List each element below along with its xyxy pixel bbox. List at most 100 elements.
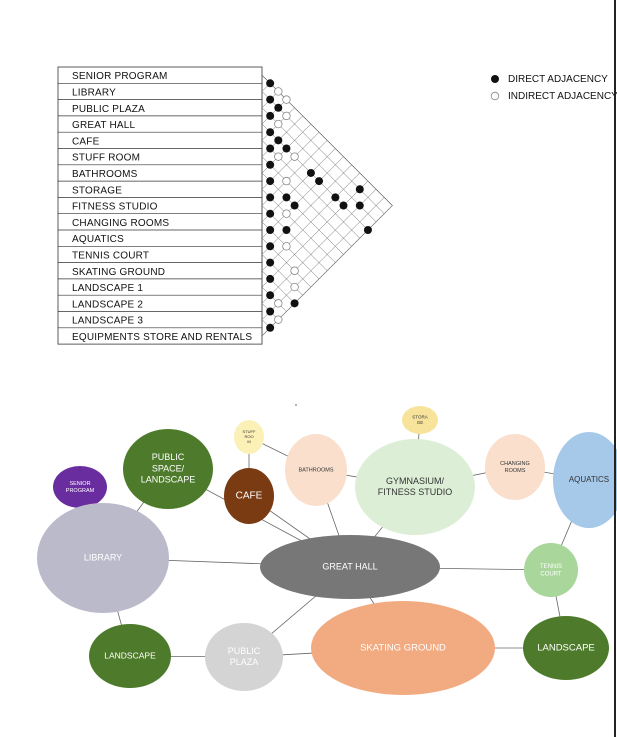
row-label: LIBRARY bbox=[72, 87, 116, 98]
bubble-senior-shape bbox=[53, 466, 107, 508]
bubble-label: SENIOR bbox=[69, 481, 90, 487]
indirect-adjacency-dot bbox=[282, 95, 291, 104]
bubble-label: M bbox=[247, 439, 250, 444]
bubble-storage: STORAGE bbox=[402, 406, 438, 434]
row-label: AQUATICS bbox=[72, 234, 124, 245]
row-label: TENNIS COURT bbox=[72, 250, 149, 261]
bubble-landscape-left-shape bbox=[89, 624, 171, 688]
direct-adjacency-dot bbox=[315, 177, 324, 186]
bubble-storage-shape bbox=[402, 406, 438, 434]
dot-mark bbox=[295, 404, 297, 406]
indirect-adjacency-dot bbox=[274, 299, 283, 308]
direct-adjacency-dot bbox=[266, 79, 275, 88]
bubble-landscape-right: LANDSCAPE bbox=[523, 616, 609, 680]
direct-adjacency-dot bbox=[306, 168, 315, 177]
bubble-label: STORA bbox=[412, 414, 427, 419]
bubble-label: GE bbox=[417, 420, 424, 425]
bubble-gym: GYMNASIUM/FITNESS STUDIO bbox=[355, 439, 475, 535]
row-label: SKATING GROUND bbox=[72, 267, 165, 278]
grid-line bbox=[261, 180, 369, 288]
indirect-adjacency-symbol bbox=[490, 91, 500, 101]
indirect-adjacency-dot bbox=[274, 119, 283, 129]
grid-line bbox=[261, 99, 287, 125]
row-label: EQUIPMENTS STORE AND RENTALS bbox=[72, 332, 252, 343]
row-label: STUFF ROOM bbox=[72, 153, 140, 164]
indirect-adjacency-dot bbox=[282, 176, 291, 186]
row-label: STORAGE bbox=[72, 185, 122, 196]
bubble-aquatics-shape bbox=[553, 432, 617, 528]
bubble-label: COURT bbox=[540, 571, 562, 577]
bubble-tennis-shape bbox=[524, 543, 578, 597]
bubble-label: FITNESS STUDIO bbox=[378, 487, 453, 497]
direct-adjacency-dot bbox=[266, 209, 275, 218]
bubble-label: SKATING GROUND bbox=[360, 643, 446, 654]
bubble-library: LIBRARY bbox=[37, 503, 169, 613]
grid-line bbox=[261, 148, 336, 223]
direct-adjacency-dot bbox=[266, 242, 275, 251]
direct-adjacency-dot bbox=[290, 299, 299, 308]
grid-line bbox=[261, 156, 352, 247]
bubble-label: PROGRAM bbox=[66, 488, 95, 494]
grid-line bbox=[261, 91, 385, 214]
direct-adjacency-dot bbox=[266, 291, 275, 300]
row-label: LANDSCAPE 3 bbox=[72, 316, 143, 327]
bubble-cafe-shape bbox=[224, 468, 274, 524]
direct-adjacency-dot bbox=[266, 160, 275, 169]
bubble-skating-shape bbox=[311, 601, 495, 695]
bubble-great-hall: GREAT HALL bbox=[260, 535, 440, 599]
indirect-adjacency-label: INDIRECT ADJACENCY bbox=[508, 91, 617, 102]
bubble-label: PUBLIC bbox=[152, 452, 185, 462]
bubble-label: CAFE bbox=[236, 491, 263, 502]
row-label: PUBLIC PLAZA bbox=[72, 104, 145, 115]
grid-line bbox=[261, 286, 287, 312]
bubble-label: CHANGING bbox=[500, 461, 530, 467]
direct-adjacency-dot bbox=[282, 226, 291, 234]
indirect-adjacency-dot bbox=[290, 282, 299, 292]
grid-line bbox=[261, 197, 385, 320]
row-label: FITNESS STUDIO bbox=[72, 202, 158, 213]
direct-adjacency-dot bbox=[363, 226, 372, 234]
direct-adjacency-dot bbox=[274, 103, 283, 112]
direct-adjacency-dot bbox=[266, 226, 275, 234]
indirect-adjacency-dot bbox=[274, 152, 283, 161]
direct-adjacency-dot bbox=[266, 323, 275, 332]
bubble-label: LIBRARY bbox=[84, 552, 122, 562]
direct-adjacency-dot bbox=[266, 128, 275, 137]
bubble-label: LANDSCAPE bbox=[104, 650, 156, 660]
bubble-label: PLAZA bbox=[230, 657, 259, 667]
indirect-adjacency-dot bbox=[290, 266, 299, 275]
row-label: CHANGING ROOMS bbox=[72, 218, 169, 229]
bubble-label: STUFF bbox=[243, 429, 256, 434]
bubble-label: PUBLIC bbox=[228, 646, 261, 656]
bubble-label: BATHROOMS bbox=[298, 467, 333, 473]
page-right-border bbox=[614, 0, 616, 737]
bubble-label: SPACE/ bbox=[152, 463, 185, 473]
bubble-aquatics: AQUATICS bbox=[553, 432, 617, 528]
direct-adjacency-dot bbox=[266, 177, 275, 186]
row-label: CAFE bbox=[72, 136, 100, 147]
row-label: LANDSCAPE 1 bbox=[72, 283, 143, 294]
bubble-bathrooms: BATHROOMS bbox=[285, 434, 347, 506]
bubble-label: ROOMS bbox=[505, 468, 526, 474]
legend: DIRECT ADJACENCY INDIRECT ADJACENCY bbox=[490, 74, 617, 102]
indirect-adjacency-dot bbox=[282, 111, 291, 121]
direct-adjacency-dot bbox=[266, 193, 275, 202]
bubble-changing-shape bbox=[485, 434, 545, 500]
row-label: GREAT HALL bbox=[72, 120, 136, 131]
row-label: LANDSCAPE 2 bbox=[72, 299, 143, 310]
direct-adjacency-dot bbox=[266, 307, 275, 316]
bubble-label: LANDSCAPE bbox=[537, 643, 595, 654]
row-label: BATHROOMS bbox=[72, 169, 138, 180]
direct-adjacency-dot bbox=[266, 95, 275, 104]
bubbles: SENIORPROGRAMPUBLICSPACE/LANDSCAPESTUFFR… bbox=[37, 406, 617, 695]
bubble-landscape-left: LANDSCAPE bbox=[89, 624, 171, 688]
indirect-adjacency-dot bbox=[274, 87, 283, 96]
direct-adjacency-dot bbox=[282, 193, 291, 202]
